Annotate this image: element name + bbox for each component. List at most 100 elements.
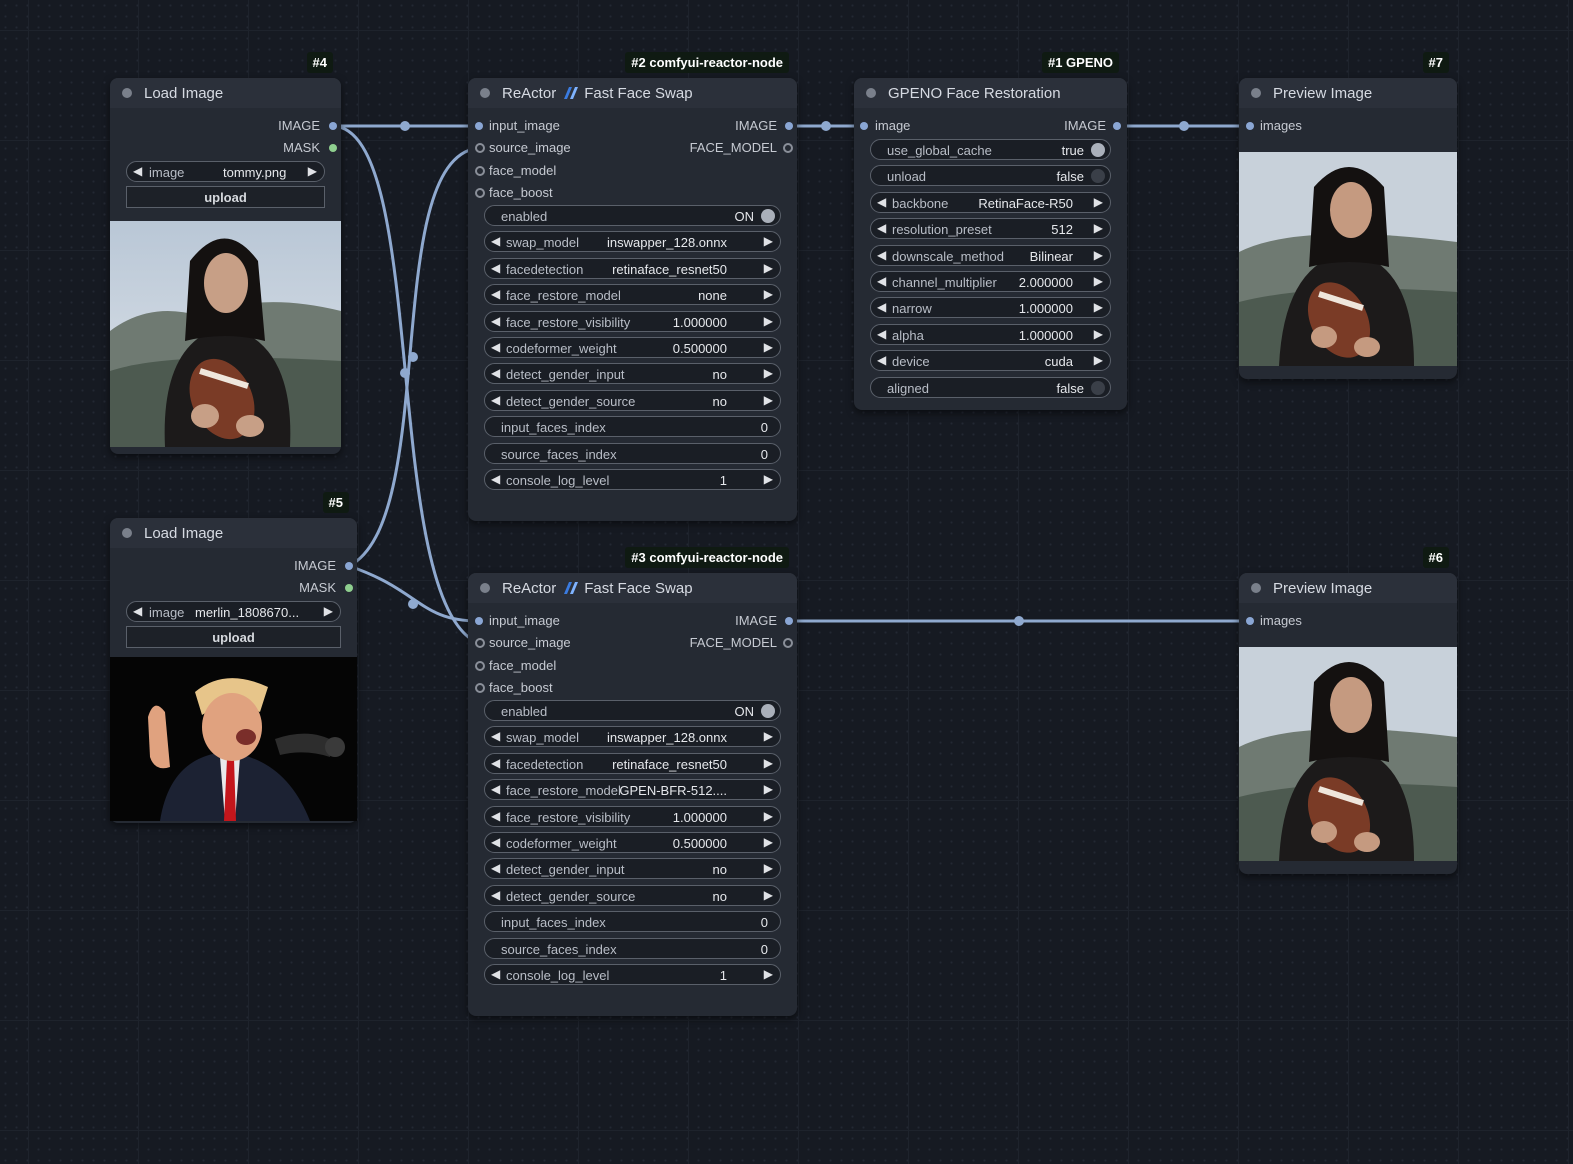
arrow-right-icon[interactable]: ▶ — [763, 808, 773, 823]
widget-alpha[interactable]: ◀ alpha 1.000000 ▶ — [870, 323, 1111, 345]
arrow-right-icon[interactable]: ▶ — [763, 472, 773, 486]
input-images[interactable]: images — [1239, 116, 1457, 136]
toggle-knob-icon[interactable] — [761, 704, 775, 718]
collapse-dot-icon[interactable] — [122, 88, 132, 98]
toggle-knob-icon[interactable] — [1091, 143, 1105, 157]
input-row[interactable]: face_boost — [468, 678, 797, 698]
output-slot-icon[interactable] — [1113, 122, 1121, 130]
output-slot-icon[interactable] — [329, 122, 337, 130]
upload-button[interactable]: upload — [126, 626, 341, 648]
arrow-left-icon[interactable]: ◀ — [491, 808, 501, 823]
arrow-right-icon[interactable]: ▶ — [763, 755, 773, 770]
arrow-right-icon[interactable]: ▶ — [1093, 194, 1103, 209]
output-row[interactable]: FACE_MODEL — [677, 138, 797, 158]
output-slot-icon[interactable] — [345, 584, 353, 592]
load-image-node-4[interactable]: #4 Load Image IMAGE MASK ◀ image tommy.p… — [110, 52, 341, 454]
input-slot-icon[interactable] — [475, 143, 485, 154]
arrow-right-icon[interactable]: ▶ — [763, 967, 773, 981]
arrow-left-icon[interactable]: ◀ — [877, 221, 887, 236]
output-slot-icon[interactable] — [785, 617, 793, 625]
arrow-left-icon[interactable]: ◀ — [491, 366, 501, 381]
widget-aligned[interactable]: aligned false — [870, 376, 1111, 398]
node-header[interactable]: Load Image — [110, 518, 357, 548]
output-image[interactable]: IMAGE — [110, 556, 357, 576]
output-mask[interactable]: MASK — [110, 578, 357, 598]
input-images[interactable]: images — [1239, 611, 1457, 631]
output-slot-icon[interactable] — [785, 122, 793, 130]
widget-enabled[interactable]: enabled ON — [484, 700, 781, 721]
toggle-knob-icon[interactable] — [1091, 169, 1105, 184]
arrow-right-icon[interactable]: ▶ — [763, 729, 773, 744]
arrow-left-icon[interactable]: ◀ — [491, 287, 501, 302]
arrow-left-icon[interactable]: ◀ — [133, 164, 143, 178]
arrow-right-icon[interactable]: ▶ — [1093, 353, 1103, 368]
arrow-left-icon[interactable]: ◀ — [491, 782, 501, 797]
upload-button[interactable]: upload — [126, 186, 325, 208]
arrow-right-icon[interactable]: ▶ — [763, 340, 773, 354]
image-combo[interactable]: ◀ image tommy.png ▶ — [126, 161, 325, 182]
arrow-right-icon[interactable]: ▶ — [763, 782, 773, 797]
arrow-left-icon[interactable]: ◀ — [491, 234, 501, 249]
arrow-right-icon[interactable]: ▶ — [1093, 221, 1103, 236]
widget-channel-multiplier[interactable]: ◀ channel_multiplier 2.000000 ▶ — [870, 271, 1111, 292]
widget-codeformer-weight[interactable]: ◀ codeformer_weight 0.500000 ▶ — [484, 832, 781, 853]
widget-input-faces-index[interactable]: input_faces_index 0 — [484, 416, 781, 438]
input-slot-icon[interactable] — [475, 165, 485, 176]
arrow-right-icon[interactable]: ▶ — [763, 887, 773, 902]
widget-facedetection[interactable]: ◀ facedetection retinaface_resnet50 ▶ — [484, 257, 781, 279]
arrow-left-icon[interactable]: ◀ — [491, 392, 501, 407]
widget-detect-gender-source[interactable]: ◀ detect_gender_source no ▶ — [484, 389, 781, 411]
widget-face-restore-visibility[interactable]: ◀ face_restore_visibility 1.000000 ▶ — [484, 805, 781, 827]
load-image-node-5[interactable]: #5 Load Image IMAGE MASK ◀ image merlin_… — [110, 492, 357, 823]
arrow-left-icon[interactable]: ◀ — [491, 755, 501, 770]
arrow-left-icon[interactable]: ◀ — [877, 194, 887, 209]
toggle-knob-icon[interactable] — [761, 209, 775, 223]
widget-codeformer-weight[interactable]: ◀ codeformer_weight 0.500000 ▶ — [484, 337, 781, 358]
arrow-right-icon[interactable]: ▶ — [323, 604, 333, 618]
widget-use-global-cache[interactable]: use_global_cache true — [870, 139, 1111, 160]
node-header[interactable]: Preview Image — [1239, 573, 1457, 603]
input-slot-icon[interactable] — [475, 617, 483, 625]
widget-enabled[interactable]: enabled ON — [484, 205, 781, 226]
widget-facedetection[interactable]: ◀ facedetection retinaface_resnet50 ▶ — [484, 752, 781, 774]
arrow-left-icon[interactable]: ◀ — [491, 729, 501, 744]
arrow-right-icon[interactable]: ▶ — [763, 287, 773, 302]
arrow-right-icon[interactable]: ▶ — [763, 861, 773, 876]
output-row[interactable]: FACE_MODEL — [677, 633, 797, 653]
arrow-right-icon[interactable]: ▶ — [763, 234, 773, 249]
arrow-left-icon[interactable]: ◀ — [491, 472, 501, 486]
input-row[interactable]: face_model — [468, 161, 797, 181]
output-slot-icon[interactable] — [783, 143, 793, 154]
node-header[interactable]: GPENO Face Restoration — [854, 78, 1127, 108]
arrow-left-icon[interactable]: ◀ — [491, 260, 501, 275]
arrow-right-icon[interactable]: ▶ — [763, 313, 773, 328]
arrow-left-icon[interactable]: ◀ — [491, 861, 501, 876]
input-image[interactable]: image — [854, 116, 1127, 136]
arrow-left-icon[interactable]: ◀ — [877, 353, 887, 368]
collapse-dot-icon[interactable] — [480, 88, 490, 98]
image-combo[interactable]: ◀ image merlin_1808670... ▶ — [126, 601, 341, 622]
arrow-right-icon[interactable]: ▶ — [763, 366, 773, 381]
output-row[interactable]: IMAGE — [677, 116, 797, 136]
widget-resolution-preset[interactable]: ◀ resolution_preset 512 ▶ — [870, 218, 1111, 240]
arrow-right-icon[interactable]: ▶ — [1093, 274, 1103, 288]
arrow-left-icon[interactable]: ◀ — [877, 300, 887, 315]
output-row[interactable]: IMAGE — [677, 611, 797, 631]
widget-face-restore-model[interactable]: ◀ face_restore_model none ▶ — [484, 284, 781, 306]
arrow-right-icon[interactable]: ▶ — [307, 164, 317, 178]
collapse-dot-icon[interactable] — [1251, 88, 1261, 98]
arrow-right-icon[interactable]: ▶ — [763, 392, 773, 407]
arrow-left-icon[interactable]: ◀ — [877, 274, 887, 288]
arrow-left-icon[interactable]: ◀ — [133, 604, 143, 618]
input-slot-icon[interactable] — [1246, 617, 1254, 625]
widget-swap-model[interactable]: ◀ swap_model inswapper_128.onnx ▶ — [484, 726, 781, 748]
input-row[interactable]: face_model — [468, 656, 797, 676]
widget-narrow[interactable]: ◀ narrow 1.000000 ▶ — [870, 297, 1111, 319]
arrow-left-icon[interactable]: ◀ — [491, 340, 501, 354]
input-slot-icon[interactable] — [860, 122, 868, 130]
widget-console-log-level[interactable]: ◀ console_log_level 1 ▶ — [484, 964, 781, 985]
widget-face-restore-model[interactable]: ◀ face_restore_model GPEN-BFR-512.... ▶ — [484, 779, 781, 801]
gpeno-face-restoration-node-1[interactable]: #1 GPENO GPENO Face Restoration image IM… — [854, 52, 1127, 410]
widget-detect-gender-input[interactable]: ◀ detect_gender_input no ▶ — [484, 363, 781, 385]
widget-device[interactable]: ◀ device cuda ▶ — [870, 350, 1111, 372]
